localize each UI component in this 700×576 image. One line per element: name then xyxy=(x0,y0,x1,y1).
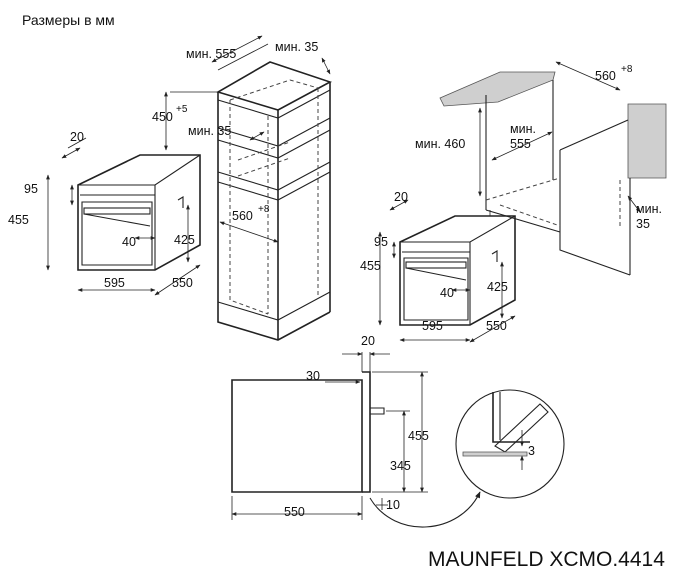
side-dim-550: 550 xyxy=(284,505,305,519)
side-dim-455: 455 xyxy=(408,429,429,443)
cabinet-dim-560-sup: +8 xyxy=(258,204,270,215)
side-dim-10: 10 xyxy=(386,498,400,512)
oven-right-dim-455: 455 xyxy=(360,259,381,273)
brand-model-label: MAUNFELD XCMO.4414 xyxy=(428,548,665,571)
oven-right-dim-425: 425 xyxy=(487,280,508,294)
oven-right-dim-95: 95 xyxy=(374,235,388,249)
detail-circle: 3 xyxy=(455,389,565,499)
diagram-title: Размеры в мм xyxy=(22,12,115,28)
side-dim-345: 345 xyxy=(390,459,411,473)
cabinet-dim-min35-top: мин. 35 xyxy=(275,40,318,54)
niche-dim-560: 560 xyxy=(595,69,616,83)
niche-dim-min35-b: 35 xyxy=(636,217,650,231)
niche-dim-min460: мин. 460 xyxy=(415,137,465,151)
oven-left-dim-95: 95 xyxy=(24,182,38,196)
niche-dim-min555-b: 555 xyxy=(510,137,531,151)
detail-dim-3: 3 xyxy=(528,444,535,458)
oven-right-dim-40: 40 xyxy=(440,286,454,300)
cabinet-dim-min555: мин. 555 xyxy=(186,47,236,61)
oven-left-dim-40: 40 xyxy=(122,235,136,249)
oven-left-dim-595: 595 xyxy=(104,276,125,290)
niche-dim-min555-a: мин. xyxy=(510,122,536,136)
oven-left-dim-455: 455 xyxy=(8,213,29,227)
cabinet-dim-450-sup: +5 xyxy=(176,104,188,115)
oven-left-dim-550: 550 xyxy=(172,276,193,290)
oven-right-dim-595: 595 xyxy=(422,319,443,333)
side-dim-20: 20 xyxy=(361,334,375,348)
oven-left-dim-425: 425 xyxy=(174,233,195,247)
niche-dim-min35-a: мин. xyxy=(636,202,662,216)
oven-right-dim-550: 550 xyxy=(486,319,507,333)
cabinet-dim-min35-mid: мин. 35 xyxy=(188,124,231,138)
cabinet-dim-450: 450 xyxy=(152,110,173,124)
oven-right-dim-20: 20 xyxy=(394,190,408,204)
oven-left: 20 95 455 40 425 595 550 xyxy=(8,130,201,296)
oven-left-dim-20: 20 xyxy=(70,130,84,144)
under-counter-niche: 560 +8 мин. 460 мин. 555 мин. 35 xyxy=(415,61,667,276)
tall-cabinet: мин. 555 мин. 35 450 +5 мин. 35 560 +8 xyxy=(152,35,333,341)
side-dim-30: 30 xyxy=(306,369,320,383)
oven-right: 20 95 455 40 425 595 550 xyxy=(360,190,516,343)
side-view: 20 30 455 345 10 550 xyxy=(231,334,481,528)
niche-dim-560-sup: +8 xyxy=(621,64,633,75)
cabinet-dim-560: 560 xyxy=(232,209,253,223)
